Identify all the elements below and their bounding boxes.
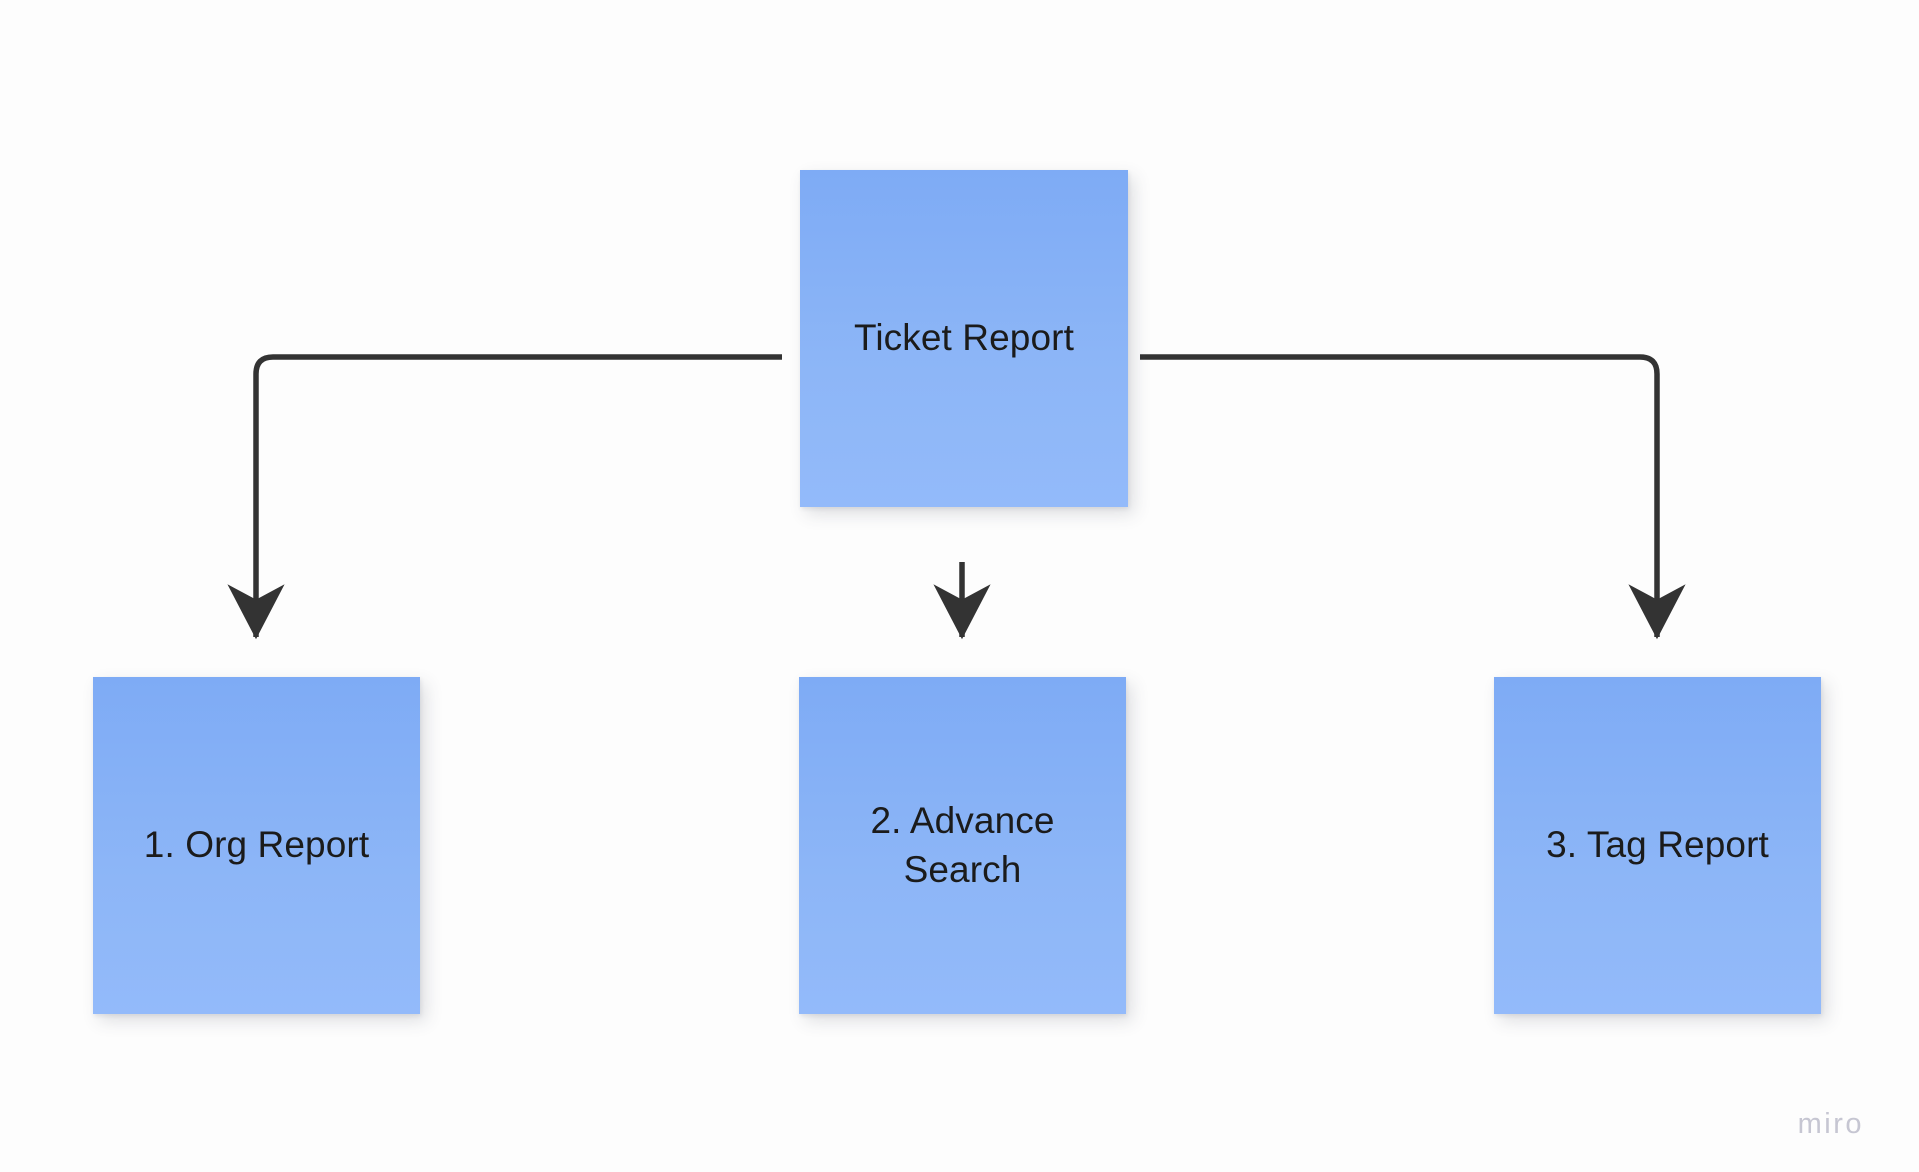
node-ticket-report-label: Ticket Report	[854, 317, 1074, 359]
node-org-report[interactable]: 1. Org Report	[93, 677, 420, 1014]
node-advance-search[interactable]: 2. Advance Search	[799, 677, 1126, 1014]
connector-ticket-to-org	[227, 354, 782, 640]
node-ticket-report[interactable]: Ticket Report	[800, 170, 1128, 507]
node-org-report-label: 1. Org Report	[143, 824, 370, 866]
connector-ticket-to-tag	[1140, 354, 1686, 640]
node-advance-search-label: 2. Advance Search	[870, 799, 1055, 890]
node-tag-report[interactable]: 3. Tag Report	[1494, 677, 1821, 1014]
node-tag-report-label: 3. Tag Report	[1546, 824, 1769, 866]
miro-watermark-logo: miro	[1797, 1108, 1864, 1140]
